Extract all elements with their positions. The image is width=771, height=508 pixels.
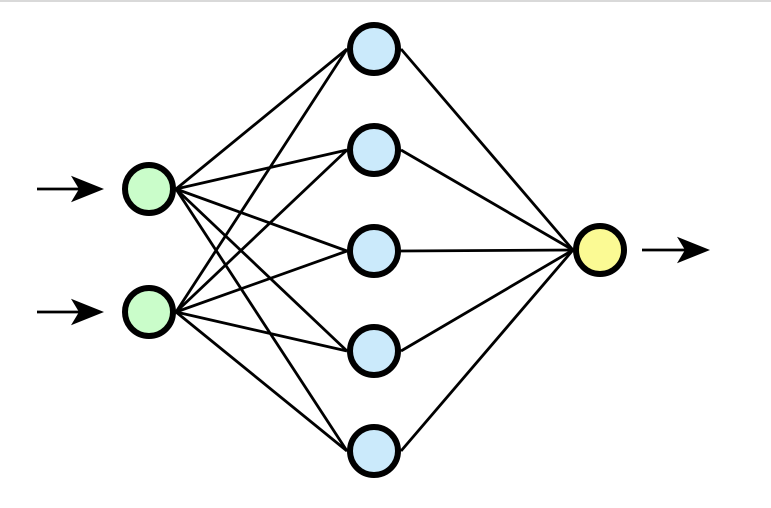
edge-in1-h1 [175,47,348,191]
hidden-node-h5 [347,424,401,478]
hidden-node-h3 [347,224,401,278]
input-arrow-2 [37,298,104,326]
edge-in1-h5 [174,188,349,452]
edge-in2-h3 [175,249,348,314]
output-node-out1 [573,223,627,277]
edge-in2-h5 [175,310,348,453]
edge-in2-h2 [175,148,348,314]
edge-h3-out1 [400,248,574,253]
input-arrow-2-head-icon [71,298,104,326]
hidden-node-h2 [347,123,401,177]
output-arrow [642,236,710,264]
edge-h2-out1 [400,148,574,252]
edge-h5-out1 [399,249,575,452]
input-node-in1 [122,162,176,216]
edge-in1-h2 [175,148,348,191]
input-arrow-1 [37,175,104,203]
edge-in1-h3 [175,187,348,253]
edge-h4-out1 [400,248,574,353]
edge-in1-h4 [175,187,348,353]
output-arrow-head-icon [677,236,710,264]
edge-in2-h4 [175,310,348,353]
input-node-in2 [122,285,176,339]
hidden-node-h4 [347,324,401,378]
top-border [0,0,771,2]
input-arrow-1-head-icon [71,175,104,203]
edge-h1-out1 [399,48,575,251]
edge-in2-h1 [174,48,349,313]
hidden-node-h1 [347,22,401,76]
